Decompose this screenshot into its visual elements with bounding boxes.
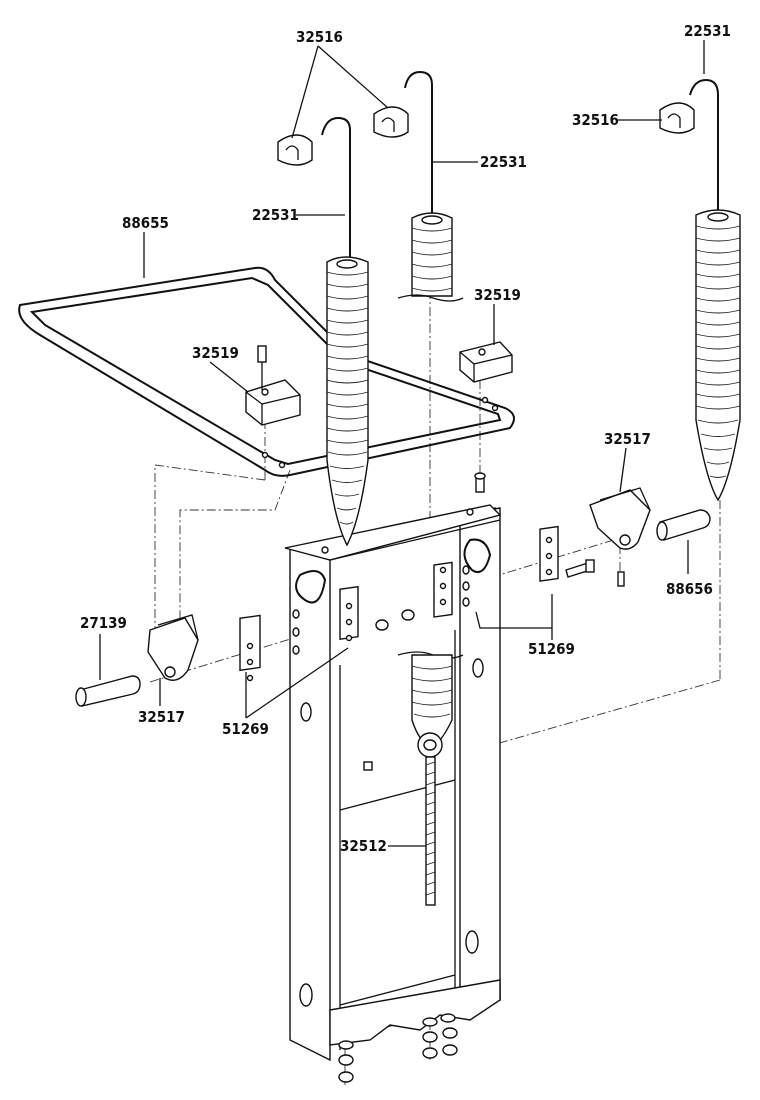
- label-pin-right: 88656: [666, 580, 713, 598]
- label-bracket-right: 32517: [604, 430, 651, 448]
- clevis-pin-left: [75, 675, 141, 707]
- seat-wire-frame: [18, 266, 515, 477]
- spring-cap-center: [373, 106, 409, 138]
- pivot-bracket-right: [589, 487, 651, 550]
- label-eyebolt: 32512: [340, 837, 387, 855]
- clamp-plates: [239, 525, 559, 682]
- spring-left: [321, 116, 369, 547]
- saddle-block-left: [245, 345, 301, 426]
- pivot-bracket-left: [147, 614, 199, 681]
- label-frame: 88655: [122, 214, 169, 232]
- spring-cap-left: [277, 134, 313, 166]
- spring-right: [689, 78, 741, 502]
- clevis-pin-right: [656, 509, 711, 541]
- label-hook-left: 22531: [252, 206, 299, 224]
- label-tube-top-left: 32516: [296, 28, 343, 46]
- spring-center: [397, 70, 464, 746]
- label-hook-center: 22531: [480, 153, 527, 171]
- label-bracket-left: 32517: [138, 708, 185, 726]
- leader-lines: [99, 40, 705, 847]
- label-plate-left: 51269: [222, 720, 269, 738]
- label-hook-top-right: 22531: [684, 22, 731, 40]
- label-plate-right: 51269: [528, 640, 575, 658]
- channel-bracket: [284, 504, 502, 1062]
- label-saddle-left: 32519: [192, 344, 239, 362]
- label-tube-top-right: 32516: [572, 111, 619, 129]
- label-saddle-right: 32519: [474, 286, 521, 304]
- part-number-labels: 32516 22531 32516 22531 22531 88655 3251…: [80, 22, 731, 855]
- label-pin-left: 27139: [80, 614, 127, 632]
- hardware-bolts-nuts: [338, 472, 625, 1083]
- spring-cap-right: [659, 102, 695, 134]
- saddle-block-right: [459, 341, 513, 383]
- eyebolt: [417, 732, 443, 906]
